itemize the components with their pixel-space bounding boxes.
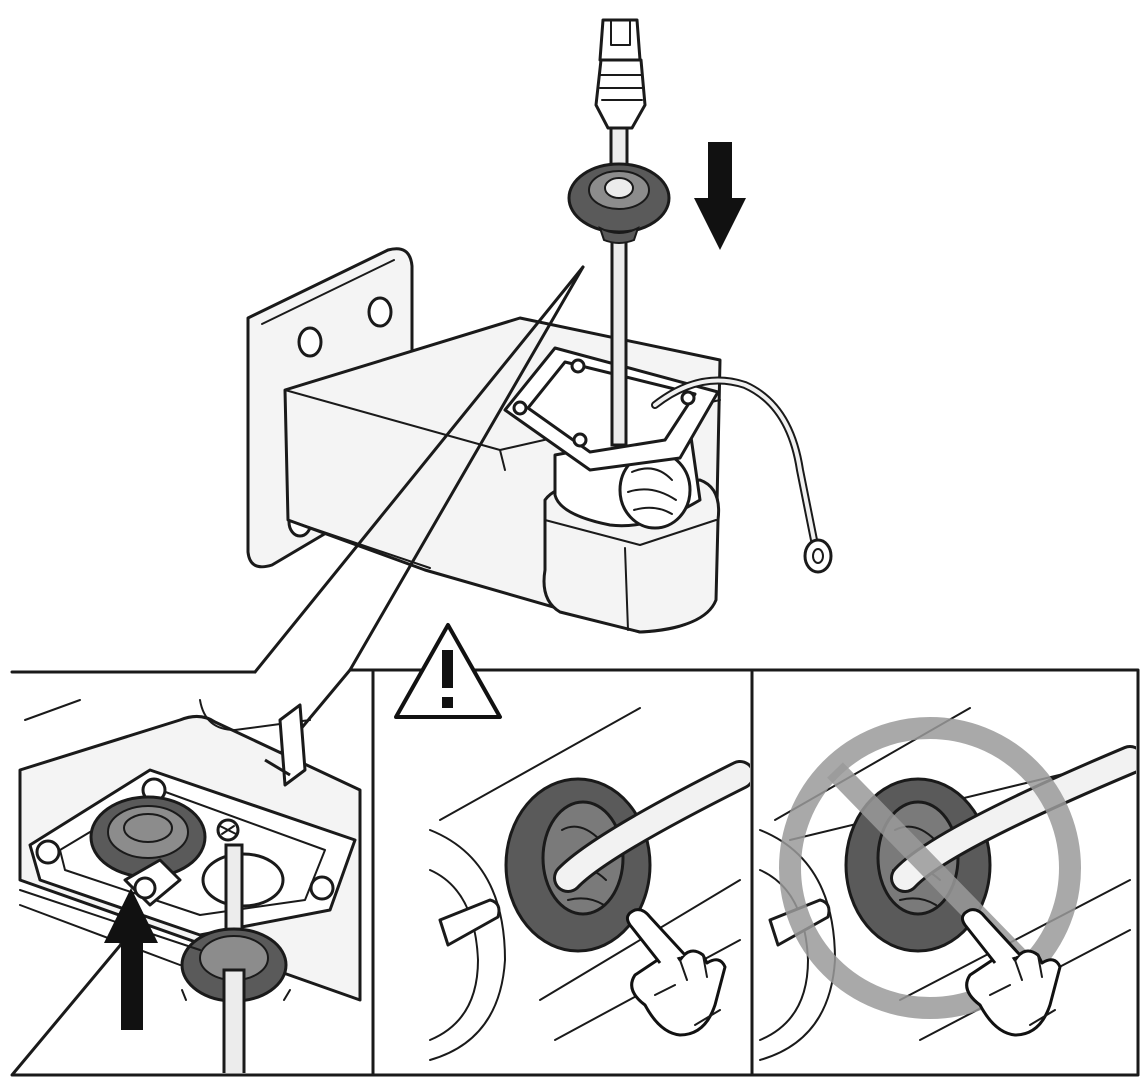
warning-icon [394, 623, 502, 719]
mount-hole [297, 326, 323, 358]
screw [309, 875, 335, 901]
arrow-up-icon [104, 888, 158, 1030]
rj45-boot [594, 58, 647, 130]
panel-incorrect [759, 707, 1136, 1061]
screw [35, 839, 61, 865]
rj45-plug [598, 18, 642, 62]
pointing-hand-icon [960, 908, 1062, 1037]
screw [680, 390, 696, 406]
pointing-hand-icon [625, 908, 727, 1037]
panel-correct [429, 707, 750, 1061]
screw [512, 400, 528, 416]
cable-grommet [567, 162, 671, 244]
latch [278, 703, 307, 787]
screw [572, 432, 588, 448]
mount-hole [367, 296, 393, 328]
screw [570, 358, 586, 374]
cable-lower [610, 223, 628, 447]
ground-wire [653, 378, 817, 547]
callout-line [253, 265, 585, 674]
panel-insert-grommet [18, 699, 362, 1073]
callout-line [348, 265, 585, 672]
arrow-down-icon [694, 142, 746, 250]
